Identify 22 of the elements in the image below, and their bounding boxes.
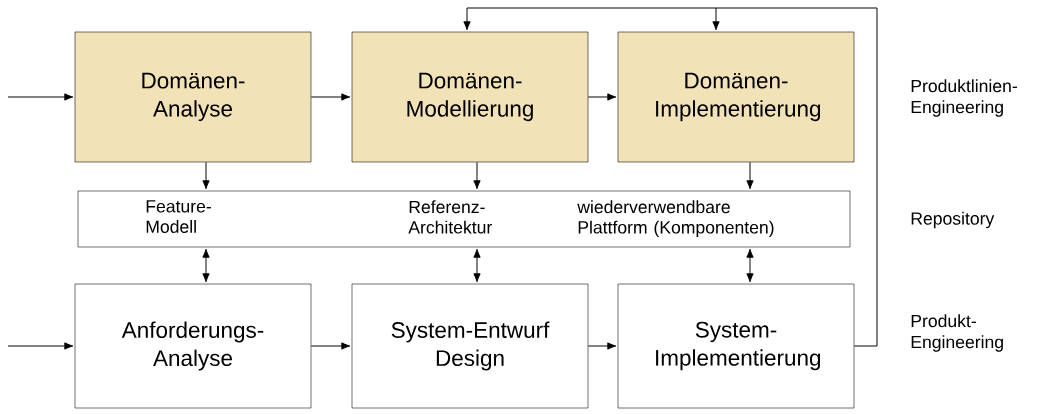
arrow — [473, 248, 481, 283]
arrow — [310, 342, 351, 350]
process-box: Domänen- Analyse — [74, 31, 312, 163]
process-box: Domänen- Modellierung — [351, 31, 589, 163]
arrow — [587, 93, 617, 101]
arrow — [746, 248, 754, 283]
arrow — [7, 93, 74, 101]
arrow — [587, 342, 617, 350]
arrow — [7, 342, 74, 350]
side-label: Produkt- Engineering — [911, 314, 1003, 352]
arrow — [746, 161, 754, 190]
process-box: Domänen- Implementierung — [617, 31, 855, 163]
arrow — [473, 161, 481, 190]
side-label: Produktlinien- Engineering — [911, 79, 1017, 117]
side-label: Repository — [911, 211, 995, 229]
arrow — [202, 161, 210, 190]
arrow — [310, 93, 351, 101]
process-box: Anforderungs- Analyse — [74, 283, 312, 409]
repository-box: Feature- Modell Referenz- Architektur wiederverwendbare Plattform (Komponenten) — [77, 190, 851, 248]
process-box: System- Implementierung — [617, 283, 855, 409]
arrow — [202, 248, 210, 283]
process-box: System-Entwurf Design — [351, 283, 589, 409]
